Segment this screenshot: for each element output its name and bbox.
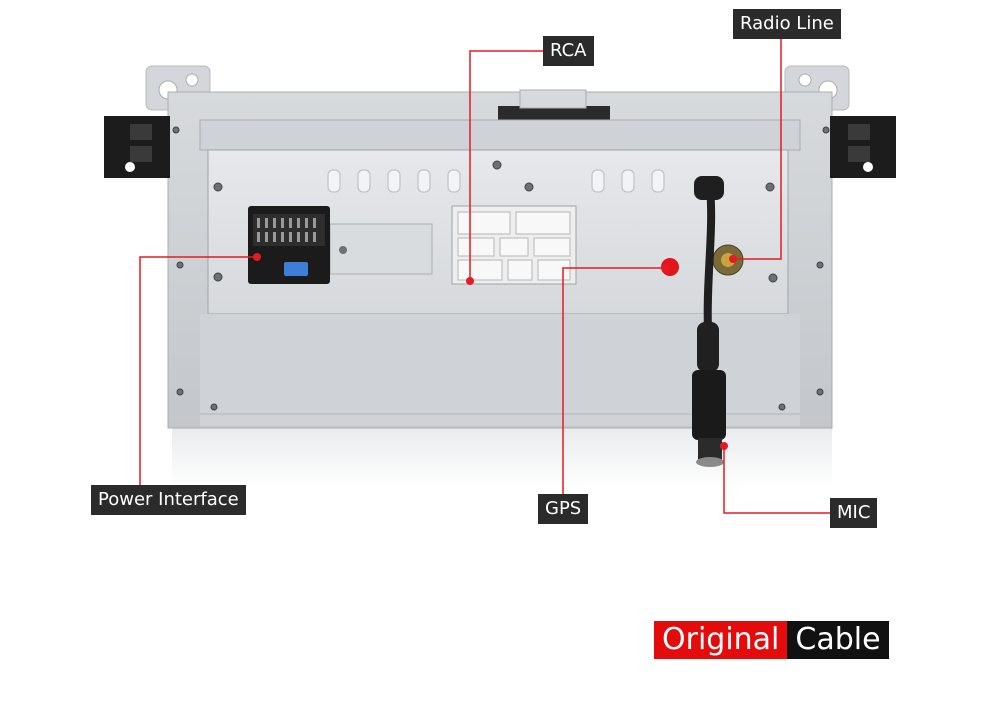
banner-word-original: Original	[654, 621, 788, 659]
callout-dots	[253, 253, 737, 450]
chassis-top-notch	[498, 106, 610, 120]
radio-antenna-socket	[712, 244, 744, 276]
banner-word-cable: Cable	[787, 621, 889, 659]
power-connector	[248, 206, 330, 284]
rca-label: RCA	[543, 36, 594, 66]
power-leader	[139, 256, 257, 499]
screws	[172, 126, 830, 411]
power-plate	[329, 223, 433, 275]
power-interface-label: Power Interface	[91, 485, 246, 515]
gps-leader	[562, 267, 666, 495]
fuse	[284, 262, 308, 276]
mic-label: MIC	[830, 498, 878, 528]
original-cable-banner: Original Cable	[654, 621, 889, 659]
left-black-bracket	[104, 116, 170, 178]
callout-lines	[139, 38, 831, 514]
mic-cable	[692, 176, 726, 467]
rca-leader	[469, 50, 547, 281]
right-black-bracket	[830, 116, 896, 178]
rca-connector-block	[451, 205, 577, 285]
radio-line-leader	[733, 38, 782, 260]
mic-leader	[723, 446, 831, 514]
gps-label: GPS	[538, 494, 589, 524]
vent-slots	[327, 169, 665, 193]
upper-housing	[199, 119, 801, 151]
reflection	[172, 428, 832, 488]
radio-line-label: Radio Line	[733, 9, 841, 39]
